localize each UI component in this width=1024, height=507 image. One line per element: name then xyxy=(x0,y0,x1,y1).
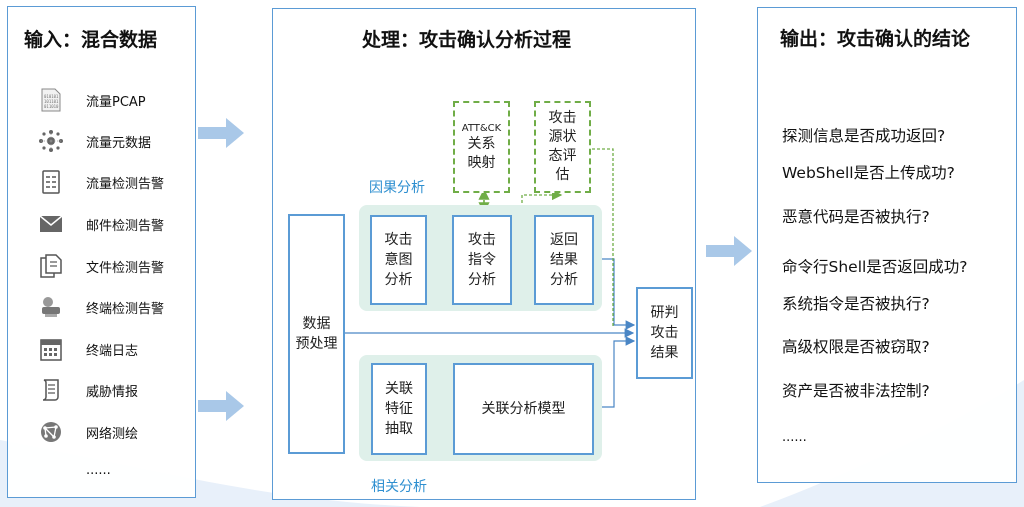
input-item-endpoint-log: 终端日志 xyxy=(36,336,138,362)
scroll-icon xyxy=(36,377,66,403)
input-item-flow-alert: 流量检测告警 xyxy=(36,169,164,195)
input-item-label: 网络测绘 xyxy=(86,426,139,442)
envelope-icon xyxy=(36,211,66,237)
feature-extract-box: 关联 特征 抽取 xyxy=(371,363,427,455)
input-item-network-mapping: 网络测绘 xyxy=(36,419,138,445)
input-item-threat-intel: 威胁情报 xyxy=(36,377,138,403)
globe-network-icon xyxy=(36,419,66,445)
output-question: 恶意代码是否被执行? xyxy=(782,208,930,226)
svg-text:101101: 101101 xyxy=(44,99,59,104)
return-result-box: 返回 结果 分析 xyxy=(534,215,594,305)
alert-document-icon xyxy=(36,169,66,195)
output-question: WebShell是否上传成功? xyxy=(782,164,955,182)
svg-text:010101: 010101 xyxy=(44,94,59,99)
attack-source-eval-box: 攻击 源状 态评 估 xyxy=(534,101,591,193)
output-ellipsis: ...... xyxy=(782,430,807,445)
input-item-label: 邮件检测告警 xyxy=(86,218,165,234)
attck-mapping-label: 关系 映射 xyxy=(467,135,496,171)
correlation-analysis-label: 相关分析 xyxy=(371,479,427,495)
output-question: 资产是否被非法控制? xyxy=(782,382,930,400)
arrow-process-to-output xyxy=(706,236,752,266)
judge-result-box: 研判 攻击 结果 xyxy=(636,287,693,379)
output-question: 命令行Shell是否返回成功? xyxy=(782,258,968,276)
input-item-file-alert: 文件检测告警 xyxy=(36,253,164,279)
endpoint-icon xyxy=(36,294,66,320)
attck-label: ATT&CK xyxy=(461,122,502,134)
causal-analysis-label: 因果分析 xyxy=(369,180,425,196)
network-nodes-icon xyxy=(36,128,66,154)
files-icon xyxy=(36,253,66,279)
input-item-label: 终端日志 xyxy=(86,343,139,359)
attack-intent-box: 攻击 意图 分析 xyxy=(370,215,427,305)
process-panel: 处理：攻击确认分析过程 因果分析 相关分析 数据 预处理 ATT&CK 关系 映… xyxy=(272,8,696,500)
input-item-endpoint-alert: 终端检测告警 xyxy=(36,294,164,320)
arrow-input-to-process-top xyxy=(198,118,244,148)
output-question: 探测信息是否成功返回? xyxy=(782,127,946,145)
input-item-label: 文件检测告警 xyxy=(86,260,165,276)
calendar-log-icon xyxy=(36,336,66,362)
output-question: 系统指令是否被执行? xyxy=(782,295,930,313)
attck-mapping-box: ATT&CK 关系 映射 xyxy=(453,101,510,193)
input-panel-title: 输入：混合数据 xyxy=(24,29,158,51)
input-item-label: 流量PCAP xyxy=(86,94,146,110)
output-question: 高级权限是否被窃取? xyxy=(782,338,930,356)
process-panel-title: 处理：攻击确认分析过程 xyxy=(362,29,572,51)
input-item-flow-metadata: 流量元数据 xyxy=(36,128,151,154)
arrow-input-to-process-bottom xyxy=(198,391,244,421)
preprocess-box: 数据 预处理 xyxy=(288,214,345,454)
output-panel: 输出：攻击确认的结论 探测信息是否成功返回? WebShell是否上传成功? 恶… xyxy=(757,7,1017,483)
input-item-label: 流量检测告警 xyxy=(86,176,165,192)
correlation-model-box: 关联分析模型 xyxy=(453,363,594,455)
input-ellipsis: ...... xyxy=(86,463,111,478)
input-item-label: 流量元数据 xyxy=(86,135,152,151)
input-item-label: 终端检测告警 xyxy=(86,301,165,317)
attack-command-box: 攻击 指令 分析 xyxy=(452,215,512,305)
input-item-label: 威胁情报 xyxy=(86,384,139,400)
output-panel-title: 输出：攻击确认的结论 xyxy=(780,28,971,50)
svg-text:011010: 011010 xyxy=(44,104,59,109)
input-item-mail-alert: 邮件检测告警 xyxy=(36,211,164,237)
